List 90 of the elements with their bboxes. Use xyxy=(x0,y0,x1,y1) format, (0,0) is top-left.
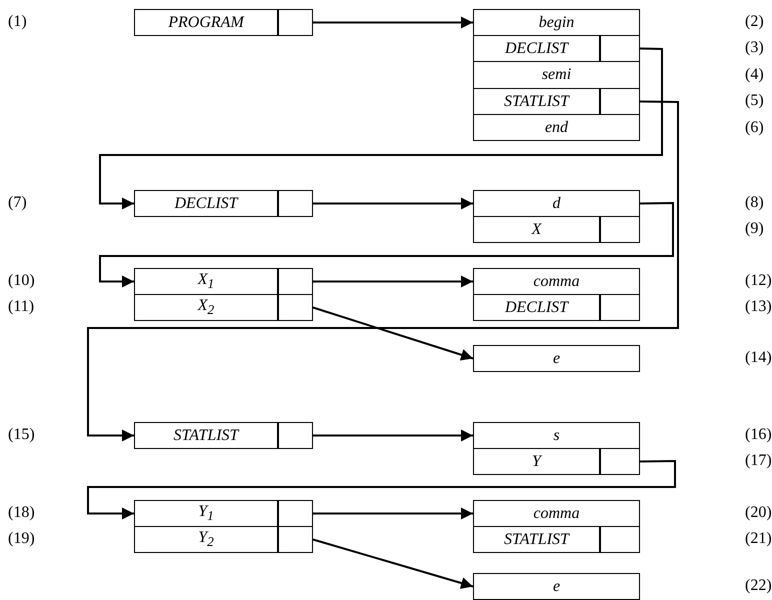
row-number: (14) xyxy=(745,350,772,366)
field-name: semi xyxy=(542,67,572,83)
field-name: Y$_{1}$ xyxy=(198,504,214,523)
record-field xyxy=(134,190,278,217)
row-number: (10) xyxy=(8,273,35,289)
pointer-arrow xyxy=(313,276,473,288)
pointer-arrow xyxy=(313,508,473,520)
row-number: (20) xyxy=(745,505,772,521)
row-number: (18) xyxy=(8,505,35,521)
field-name: Y$_{2}$ xyxy=(198,530,214,549)
row-number: (17) xyxy=(745,453,772,469)
pointer-arrow xyxy=(87,100,679,442)
record-field xyxy=(134,526,278,553)
record-field xyxy=(473,114,640,141)
record-field xyxy=(473,526,600,553)
pointer-cell xyxy=(600,448,640,475)
field-name: STATLIST xyxy=(504,532,569,548)
row-number: (4) xyxy=(745,67,764,83)
field-name: d xyxy=(552,196,560,212)
field-name: begin xyxy=(538,14,574,30)
field-name: e xyxy=(552,578,560,594)
field-name: X$_{2}$ xyxy=(198,298,214,317)
row-number: (1) xyxy=(8,14,27,30)
pointer-cell xyxy=(278,190,313,217)
record-field xyxy=(473,294,600,321)
record-field xyxy=(473,268,640,295)
field-name: X$_{1}$ xyxy=(198,272,214,291)
row-number: (9) xyxy=(745,221,764,237)
pointer-arrow xyxy=(312,538,474,589)
record-field xyxy=(473,345,640,372)
pointer-cell xyxy=(278,526,313,553)
row-number: (5) xyxy=(745,93,764,109)
row-number: (8) xyxy=(745,195,764,211)
field-name: e xyxy=(552,350,560,366)
pointer-cell xyxy=(600,526,640,553)
row-number: (7) xyxy=(8,195,27,211)
pointer-cell xyxy=(600,216,640,243)
field-name: STATLIST xyxy=(174,428,238,444)
pointer-cell xyxy=(278,9,313,36)
record-field xyxy=(134,9,278,36)
record-field xyxy=(134,268,278,295)
field-name: PROGRAM xyxy=(168,14,244,30)
pointer-arrow xyxy=(313,430,473,442)
field-name: STATLIST xyxy=(504,94,569,110)
field-name: end xyxy=(544,120,568,136)
row-number: (15) xyxy=(8,427,35,443)
row-number: (12) xyxy=(745,273,772,289)
record-field xyxy=(473,573,640,600)
pointer-cell xyxy=(278,422,313,449)
field-name: s xyxy=(553,428,560,444)
record-field xyxy=(473,422,640,449)
row-number: (6) xyxy=(745,120,764,136)
record-field xyxy=(473,9,640,36)
pointer-cell xyxy=(278,294,313,321)
pointer-arrow xyxy=(99,48,663,210)
row-number: (2) xyxy=(745,14,764,30)
record-field xyxy=(134,500,278,527)
record-field xyxy=(134,422,278,449)
row-number: (19) xyxy=(8,531,35,547)
field-name: X xyxy=(532,222,542,238)
pointer-cell xyxy=(278,268,313,295)
field-name: DECLIST xyxy=(174,196,238,212)
pointer-cell xyxy=(600,88,640,115)
row-number: (3) xyxy=(745,40,764,56)
record-field xyxy=(473,35,600,62)
pointer-arrow xyxy=(312,306,474,361)
field-name: Y xyxy=(532,454,541,470)
pointer-cell xyxy=(278,500,313,527)
record-field xyxy=(473,61,640,89)
row-number: (11) xyxy=(8,299,34,315)
pointer-cell xyxy=(600,35,640,62)
record-field xyxy=(473,88,600,115)
field-name: comma xyxy=(533,506,580,522)
field-name: DECLIST xyxy=(504,40,568,56)
record-field xyxy=(473,216,600,243)
record-field xyxy=(473,190,640,217)
field-name: comma xyxy=(533,274,580,290)
record-field xyxy=(473,500,640,527)
record-field xyxy=(473,448,600,475)
row-number: (21) xyxy=(745,531,772,547)
pointer-arrow xyxy=(87,460,676,520)
field-name: DECLIST xyxy=(504,300,568,316)
row-number: (16) xyxy=(745,427,772,443)
pointer-arrow xyxy=(99,202,674,288)
pointer-arrow xyxy=(313,198,473,210)
pointer-cell xyxy=(600,294,640,321)
pointer-arrow xyxy=(313,16,473,28)
record-field xyxy=(134,294,278,321)
row-number: (22) xyxy=(745,578,772,594)
row-number: (13) xyxy=(745,299,772,315)
